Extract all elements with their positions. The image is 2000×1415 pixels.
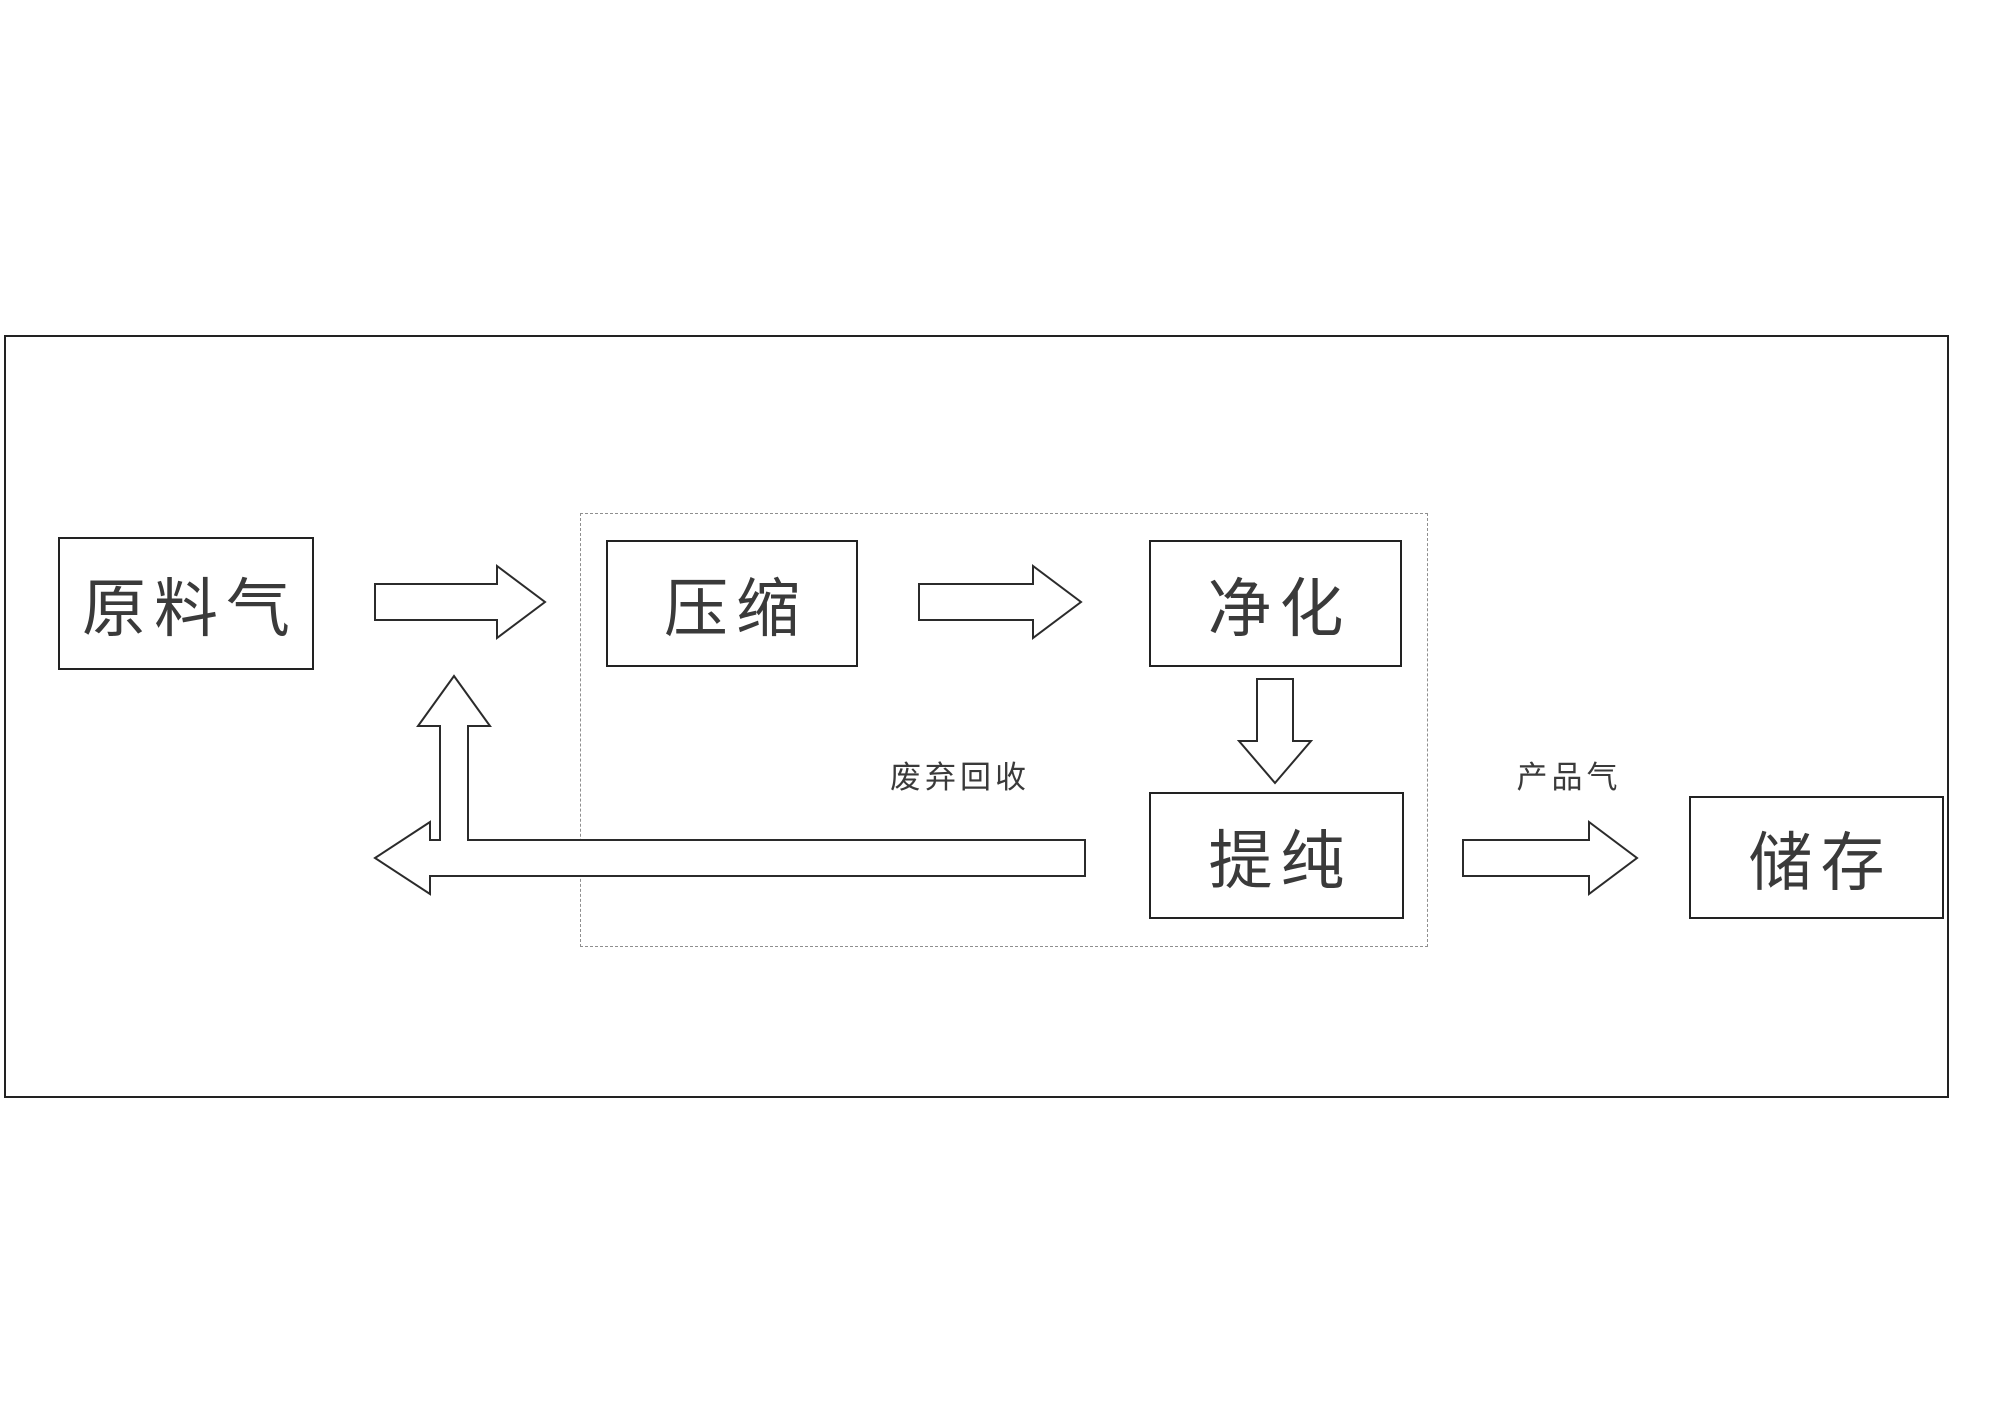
node-storage-label: 储存	[1748, 826, 1893, 899]
diagram-frame	[4, 335, 1949, 1098]
arrow-refining-to-storage	[1462, 820, 1639, 896]
node-storage: 储存	[1689, 796, 1944, 919]
node-compression-label: 压缩	[664, 572, 808, 645]
waste-recovery-label: 废弃回收	[890, 760, 1030, 795]
node-purification: 净化	[1149, 540, 1402, 667]
node-feed-gas: 原料气	[58, 537, 314, 670]
arrow-purification-to-refining	[1236, 678, 1314, 785]
arrow-compression-to-purification	[918, 564, 1083, 640]
node-feed-gas-label: 原料气	[82, 572, 298, 645]
arrow-waste-recycle	[373, 674, 1086, 896]
process-group-boundary	[580, 513, 1428, 947]
product-gas-label: 产品气	[1516, 760, 1622, 795]
node-compression: 压缩	[606, 540, 858, 667]
node-refining-label: 提纯	[1208, 824, 1353, 897]
node-refining: 提纯	[1149, 792, 1404, 919]
node-purification-label: 净化	[1207, 572, 1352, 645]
arrow-feed-to-compression	[374, 564, 547, 640]
